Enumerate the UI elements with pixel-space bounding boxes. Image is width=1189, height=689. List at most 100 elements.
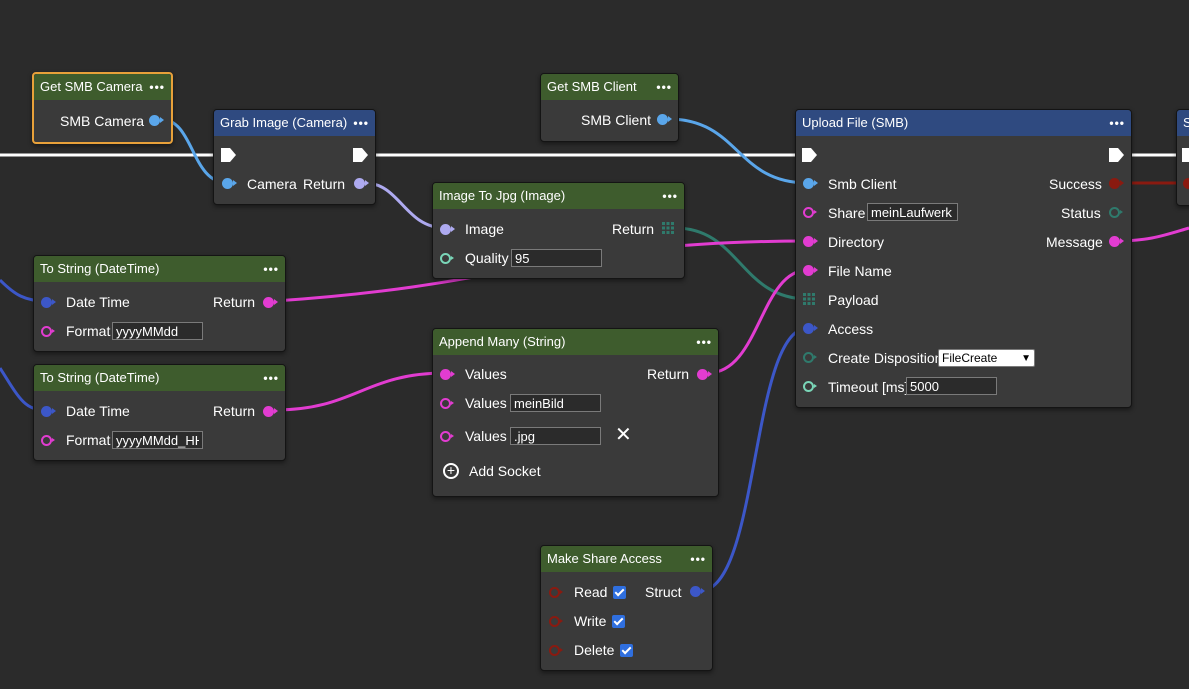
more-icon[interactable]: ••• <box>690 552 706 566</box>
output-pin[interactable] <box>657 114 672 125</box>
node-get-smb-camera[interactable]: Get SMB Camera ••• SMB Camera <box>32 72 173 144</box>
values-input-3[interactable] <box>510 427 601 445</box>
exec-out-pin[interactable] <box>353 148 368 162</box>
more-icon[interactable]: ••• <box>662 189 678 203</box>
format-input-pin[interactable] <box>41 435 55 446</box>
message-label: Message <box>1046 234 1103 250</box>
share-input[interactable] <box>867 203 958 221</box>
read-checkbox[interactable] <box>613 586 626 599</box>
return-output-pin[interactable] <box>263 406 278 417</box>
return-output-pin[interactable] <box>263 297 278 308</box>
camera-input-pin[interactable] <box>222 178 237 189</box>
disposition-value: FileCreate <box>942 351 998 365</box>
node-header[interactable]: To String (DateTime) ••• <box>34 365 285 391</box>
return-output-pin[interactable] <box>354 178 369 189</box>
more-icon[interactable]: ••• <box>1109 116 1125 130</box>
date-time-input-pin[interactable] <box>41 406 56 417</box>
node-header[interactable]: To String (DateTime) ••• <box>34 256 285 282</box>
node-title: S <box>1183 115 1189 130</box>
return-output-pin[interactable] <box>697 369 712 380</box>
access-label: Access <box>828 321 874 337</box>
disposition-select[interactable]: FileCreate ▼ <box>938 349 1035 367</box>
node-header[interactable]: Upload File (SMB) ••• <box>796 110 1131 136</box>
smb-client-input-pin[interactable] <box>803 178 818 189</box>
image-input-pin[interactable] <box>440 224 455 235</box>
node-header[interactable]: Get SMB Camera ••• <box>34 74 171 100</box>
more-icon[interactable]: ••• <box>656 80 672 94</box>
more-icon[interactable]: ••• <box>353 116 369 130</box>
read-input-pin[interactable] <box>549 587 563 598</box>
file-name-label: File Name <box>828 263 892 279</box>
access-input-pin[interactable] <box>803 323 818 334</box>
quality-input-pin[interactable] <box>440 253 454 264</box>
smb-client-label: Smb Client <box>828 176 897 192</box>
share-input-pin[interactable] <box>803 207 817 218</box>
timeout-input-pin[interactable] <box>803 381 817 392</box>
more-icon[interactable]: ••• <box>149 80 165 94</box>
node-header[interactable]: Append Many (String) ••• <box>433 329 718 355</box>
add-socket-plus-icon[interactable]: + <box>443 463 459 479</box>
disposition-input-pin[interactable] <box>803 352 817 363</box>
wire-access <box>699 326 809 593</box>
more-icon[interactable]: ••• <box>696 335 712 349</box>
exec-out-pin[interactable] <box>1109 148 1124 162</box>
node-to-string-datetime-1[interactable]: To String (DateTime) ••• Date Time Retur… <box>33 255 286 352</box>
chevron-down-icon: ▼ <box>1021 352 1031 364</box>
message-output-pin[interactable] <box>1109 236 1124 247</box>
write-checkbox[interactable] <box>612 615 625 628</box>
more-icon[interactable]: ••• <box>263 371 279 385</box>
values-input-pin-2[interactable] <box>440 398 454 409</box>
return-output-pin[interactable] <box>662 222 674 234</box>
exec-in-pin[interactable] <box>1182 148 1189 162</box>
format-input[interactable] <box>112 322 203 340</box>
disposition-label: Create Disposition <box>828 350 943 366</box>
node-header[interactable]: Grab Image (Camera) ••• <box>214 110 375 136</box>
write-input-pin[interactable] <box>549 616 563 627</box>
quality-input[interactable] <box>511 249 602 267</box>
date-time-input-pin[interactable] <box>41 297 56 308</box>
directory-input-pin[interactable] <box>803 236 818 247</box>
node-header[interactable]: Get SMB Client ••• <box>541 74 678 100</box>
node-title: To String (DateTime) <box>40 261 160 276</box>
payload-input-pin[interactable] <box>803 293 815 305</box>
success-output-pin[interactable] <box>1109 178 1124 189</box>
wire-file-name <box>707 268 809 375</box>
node-header[interactable]: Make Share Access ••• <box>541 546 712 572</box>
return-label: Return <box>213 403 256 419</box>
values-input-pin-3[interactable] <box>440 431 454 442</box>
delete-checkbox[interactable] <box>620 644 633 657</box>
more-icon[interactable]: ••• <box>263 262 279 276</box>
add-socket-label[interactable]: Add Socket <box>469 463 541 479</box>
node-make-share-access[interactable]: Make Share Access ••• Read Struct Write … <box>540 545 713 671</box>
delete-input-pin[interactable] <box>549 645 563 656</box>
node-header[interactable]: S <box>1177 110 1189 136</box>
input-pin[interactable] <box>1183 178 1189 189</box>
values-input-2[interactable] <box>510 394 601 412</box>
node-grab-image[interactable]: Grab Image (Camera) ••• Camera Return <box>213 109 376 205</box>
values-input-pin-1[interactable] <box>440 369 455 380</box>
format-input-pin[interactable] <box>41 326 55 337</box>
node-get-smb-client[interactable]: Get SMB Client ••• SMB Client <box>540 73 679 142</box>
node-header[interactable]: Image To Jpg (Image) ••• <box>433 183 684 209</box>
exec-in-pin[interactable] <box>221 148 236 162</box>
node-append-many[interactable]: Append Many (String) ••• Values Return V… <box>432 328 719 497</box>
exec-in-pin[interactable] <box>802 148 817 162</box>
node-image-to-jpg[interactable]: Image To Jpg (Image) ••• Image Return Qu… <box>432 182 685 279</box>
success-label: Success <box>1049 176 1102 192</box>
file-name-input-pin[interactable] <box>803 265 818 276</box>
node-title: Upload File (SMB) <box>802 115 909 130</box>
format-label: Format <box>66 323 111 339</box>
return-label: Return <box>647 366 690 382</box>
remove-socket-close-icon[interactable]: ✕ <box>615 424 632 446</box>
struct-output-pin[interactable] <box>690 586 705 597</box>
output-pin[interactable] <box>149 115 164 126</box>
timeout-input[interactable] <box>906 377 997 395</box>
output-label: SMB Camera <box>60 113 145 129</box>
node-to-string-datetime-2[interactable]: To String (DateTime) ••• Date Time Retur… <box>33 364 286 461</box>
node-title: Make Share Access <box>547 551 662 566</box>
node-upload-file[interactable]: Upload File (SMB) ••• Smb Client Success… <box>795 109 1132 408</box>
node-partial-right[interactable]: S <box>1176 109 1189 206</box>
format-input[interactable] <box>112 431 203 449</box>
status-output-pin[interactable] <box>1109 207 1123 218</box>
image-label: Image <box>465 221 504 237</box>
